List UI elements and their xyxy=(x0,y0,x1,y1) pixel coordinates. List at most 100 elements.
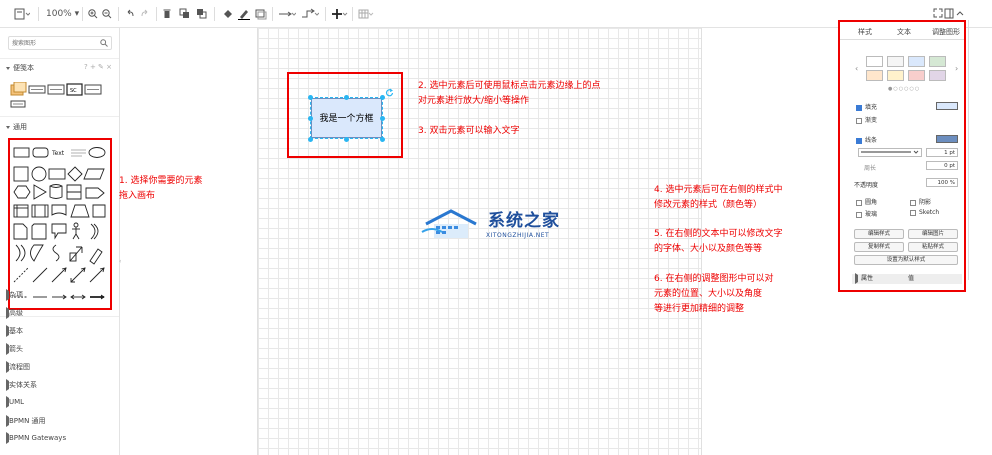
tab-text[interactable]: 文本 xyxy=(897,28,911,36)
svg-text:SC: SC xyxy=(70,88,77,94)
edit-image-button[interactable]: 编辑图片 xyxy=(908,229,958,239)
properties-label: 属性 xyxy=(861,275,874,282)
line-checkbox[interactable] xyxy=(856,137,862,144)
general-header[interactable]: 通用 xyxy=(6,122,27,132)
resize-handle-ne[interactable] xyxy=(380,95,385,100)
redo-icon[interactable] xyxy=(140,8,150,20)
format-panel-icon[interactable] xyxy=(944,8,954,20)
delete-icon[interactable] xyxy=(162,8,172,20)
sidebar-category-basic[interactable]: 基本 xyxy=(6,325,23,337)
edit-style-button[interactable]: 编辑样式 xyxy=(854,229,904,239)
zoom-out-icon[interactable] xyxy=(102,8,112,20)
page-view-icon[interactable] xyxy=(14,8,30,20)
style-swatch[interactable] xyxy=(908,70,925,81)
properties-header[interactable]: 属性值 xyxy=(852,273,962,284)
sketch-row[interactable]: Sketch xyxy=(910,209,939,216)
line-label: 线条 xyxy=(865,137,878,144)
sidebar-category-flowchart[interactable]: 流程图 xyxy=(6,361,30,373)
rounded-row[interactable]: 圆角 xyxy=(856,197,877,206)
sidebar-category-bpmn-general[interactable]: BPMN 通用 xyxy=(6,415,46,427)
zoom-in-icon[interactable] xyxy=(88,8,98,20)
opacity-input[interactable]: 100 % xyxy=(926,178,958,187)
gradient-label: 渐变 xyxy=(865,117,878,124)
copy-style-button[interactable]: 复制样式 xyxy=(854,242,904,252)
swatch-page-dots[interactable]: ●○○○○○ xyxy=(888,86,921,92)
sidebar-category-misc[interactable]: 杂项 xyxy=(6,289,23,301)
gradient-checkbox[interactable] xyxy=(856,117,862,124)
line-width-input[interactable]: 1 pt xyxy=(926,148,958,157)
sidebar-category-advanced[interactable]: 高级 xyxy=(6,307,23,319)
swatch-prev-icon[interactable]: ‹ xyxy=(855,64,859,73)
resize-handle-w[interactable] xyxy=(308,116,313,121)
scratchpad-header[interactable]: 便笺本 xyxy=(6,63,34,73)
style-swatch[interactable] xyxy=(908,56,925,67)
search-box[interactable] xyxy=(8,36,112,50)
to-back-icon[interactable] xyxy=(196,8,208,20)
sidebar-category-er[interactable]: 实体关系 xyxy=(6,379,37,391)
shape-sidebar: 便笺本 ? + ✎ × SC 通用 Text xyxy=(0,28,120,455)
sketch-checkbox[interactable] xyxy=(910,209,916,216)
toolbar: 100% ▾ xyxy=(0,0,992,28)
waypoints-icon[interactable] xyxy=(301,8,319,20)
fill-row[interactable]: 填充 xyxy=(856,102,877,111)
line-color-swatch[interactable] xyxy=(936,135,958,143)
resize-handle-nw[interactable] xyxy=(308,95,313,100)
watermark-title: 系统之家 xyxy=(488,211,560,231)
zoom-select[interactable]: 100% ▾ xyxy=(46,9,80,19)
style-swatch[interactable] xyxy=(929,70,946,81)
glass-checkbox[interactable] xyxy=(856,211,862,218)
fill-checkbox[interactable] xyxy=(856,104,862,111)
undo-icon[interactable] xyxy=(125,8,135,20)
paste-style-button[interactable]: 粘贴样式 xyxy=(908,242,958,252)
resize-handle-sw[interactable] xyxy=(308,137,313,142)
style-swatch[interactable] xyxy=(866,70,883,81)
style-swatch[interactable] xyxy=(887,70,904,81)
swatch-next-icon[interactable]: › xyxy=(955,64,959,73)
collapse-icon[interactable] xyxy=(955,8,965,20)
style-swatch[interactable] xyxy=(887,56,904,67)
style-swatch[interactable] xyxy=(866,56,883,67)
resize-handle-e[interactable] xyxy=(380,116,385,121)
annotation-1: 1. 选择你需要的元素 拖入画布 xyxy=(119,176,203,201)
shadow-label: 阴影 xyxy=(919,199,932,206)
rotate-handle-icon[interactable] xyxy=(385,88,394,97)
tab-style[interactable]: 样式 xyxy=(858,28,872,36)
general-shapes-highlight: Text xyxy=(8,138,112,310)
resize-handle-n[interactable] xyxy=(344,95,349,100)
resize-handle-s[interactable] xyxy=(344,137,349,142)
rounded-checkbox[interactable] xyxy=(856,199,862,206)
line-pattern-select[interactable] xyxy=(858,148,922,157)
general-shapes-palette[interactable]: Text xyxy=(10,140,110,308)
category-label: BPMN Gateways xyxy=(9,434,67,442)
search-icon[interactable] xyxy=(100,39,108,47)
sidebar-category-uml[interactable]: UML xyxy=(6,396,24,408)
sidebar-category-arrows[interactable]: 箭头 xyxy=(6,343,23,355)
scratchpad-tools[interactable]: ? + ✎ × xyxy=(84,63,112,71)
table-icon[interactable] xyxy=(358,8,374,20)
resize-handle-se[interactable] xyxy=(380,137,385,142)
shadow-checkbox[interactable] xyxy=(910,199,916,206)
fullscreen-icon[interactable] xyxy=(933,8,943,20)
fill-color-swatch[interactable] xyxy=(936,102,958,110)
line-color-icon[interactable] xyxy=(238,8,250,20)
style-swatch[interactable] xyxy=(929,56,946,67)
gradient-row[interactable]: 渐变 xyxy=(856,115,877,124)
search-input[interactable] xyxy=(9,37,97,49)
line-row[interactable]: 线条 xyxy=(856,135,877,144)
tab-arrange[interactable]: 调整图形 xyxy=(932,28,960,36)
connection-icon[interactable] xyxy=(278,8,296,20)
sidebar-category-bpmn-gateways[interactable]: BPMN Gateways xyxy=(6,432,67,444)
panel-scrollbar[interactable] xyxy=(968,20,969,280)
shadow-icon[interactable] xyxy=(255,8,267,20)
to-front-icon[interactable] xyxy=(179,8,191,20)
fill-label: 填充 xyxy=(865,104,878,111)
insert-icon[interactable] xyxy=(332,8,348,20)
scratchpad-shapes[interactable]: SC xyxy=(10,82,110,110)
shadow-row[interactable]: 阴影 xyxy=(910,197,931,206)
sidebar-splitter-handle[interactable]: ‹ xyxy=(119,258,122,265)
set-default-style-button[interactable]: 设置为默认样式 xyxy=(854,255,958,265)
perimeter-input[interactable]: 0 pt xyxy=(926,161,958,170)
glass-row[interactable]: 玻璃 xyxy=(856,209,877,218)
category-label: 基本 xyxy=(9,327,23,335)
fill-color-icon[interactable] xyxy=(222,8,234,20)
